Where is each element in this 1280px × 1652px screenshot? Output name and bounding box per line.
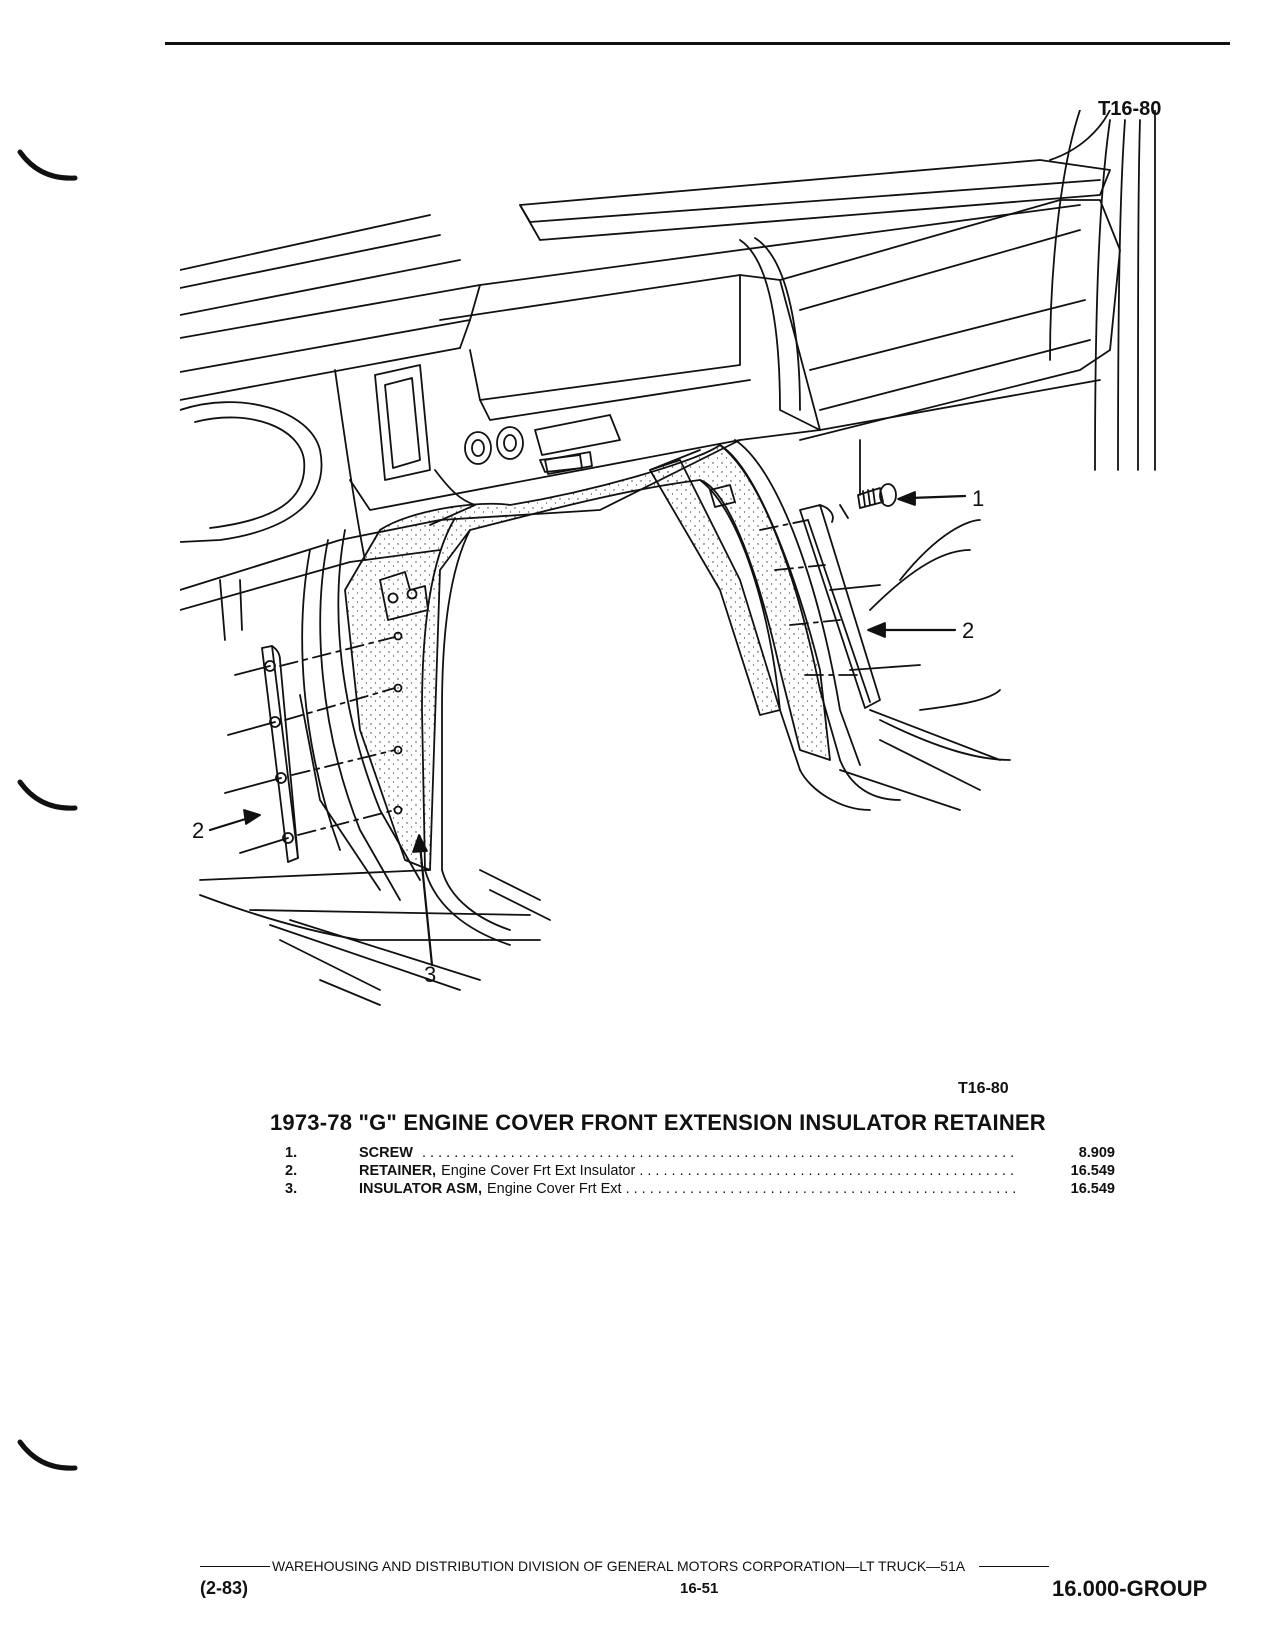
part-description: INSULATOR ASM, Engine Cover Frt Ext: [359, 1180, 1025, 1198]
part-number: 3.: [285, 1181, 298, 1197]
footer-division-line: WAREHOUSING AND DISTRIBUTION DIVISION OF…: [200, 1558, 1230, 1574]
leader-dots: [626, 1180, 1015, 1198]
parts-list-item: 1. SCREW 8.909: [285, 1144, 1115, 1162]
figure-id-top: T16-80: [1098, 98, 1162, 120]
part-name: SCREW: [359, 1145, 413, 1161]
exploded-view-illustration: [180, 110, 1156, 1006]
parts-list: 1. SCREW 8.909 2. RETAINER, Engine Cover…: [285, 1144, 1115, 1198]
part-name: RETAINER,: [359, 1163, 437, 1179]
callout-1: 1: [972, 486, 985, 511]
footer-rule: [200, 1565, 270, 1567]
top-rule: [165, 42, 1230, 45]
footer-rule: [979, 1565, 1050, 1567]
footer-date: (2-83): [200, 1578, 249, 1598]
part-detail: Engine Cover Frt Ext: [486, 1181, 622, 1197]
leader-dots: [639, 1162, 1015, 1180]
footer-division-text: WAREHOUSING AND DISTRIBUTION DIVISION OF…: [272, 1558, 966, 1574]
callout-3: 3: [424, 962, 437, 987]
part-reference: 8.909: [1078, 1145, 1115, 1161]
parts-list-title: 1973-78 "G" ENGINE COVER FRONT EXTENSION…: [270, 1110, 1046, 1135]
footer-page-number: 16-51: [680, 1580, 719, 1597]
part-reference: 16.549: [1070, 1163, 1115, 1179]
callout-2-left: 2: [192, 818, 205, 843]
parts-list-item: 3. INSULATOR ASM, Engine Cover Frt Ext 1…: [285, 1180, 1115, 1198]
binder-mark: [17, 149, 78, 181]
part-number: 2.: [285, 1163, 298, 1179]
binder-mark: [17, 1439, 78, 1471]
parts-list-item: 2. RETAINER, Engine Cover Frt Ext Insula…: [285, 1162, 1115, 1180]
part-reference: 16.549: [1070, 1181, 1115, 1197]
leader-dots: [422, 1144, 1015, 1162]
footer-group: 16.000-GROUP: [1052, 1576, 1208, 1601]
part-detail: Engine Cover Frt Ext Insulator: [441, 1163, 636, 1179]
part-number: 1.: [285, 1145, 298, 1161]
binder-mark: [17, 779, 78, 811]
part-description: SCREW: [359, 1144, 1025, 1162]
figure-id-bottom: T16-80: [958, 1080, 1009, 1097]
callout-2-right: 2: [962, 618, 975, 643]
part-description: RETAINER, Engine Cover Frt Ext Insulator: [359, 1162, 1025, 1180]
part-name: INSULATOR ASM,: [359, 1181, 482, 1197]
